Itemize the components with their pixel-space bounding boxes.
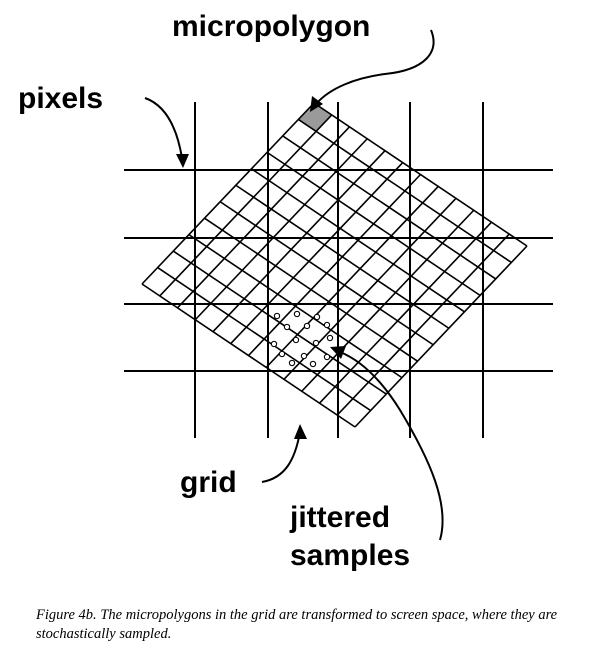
micro-grid-line-v [282,135,497,280]
jittered-label: jittered [289,501,390,534]
micro-grid-line-v [157,266,372,412]
sample-grid-line [269,306,297,336]
jittered-leader [339,351,444,541]
sample-point [293,310,301,318]
micro-grid-line-v [141,283,356,428]
micropolygon-label: micropolygon [172,10,370,43]
micro-grid-line-v [297,118,512,264]
micro-grid-line-u [159,114,333,297]
sample-point [312,339,320,347]
micro-grid-line-u [212,150,386,333]
micro-grid-line-u [194,138,368,321]
micro-grid-line-u [230,162,404,345]
grid-label: grid [180,466,237,499]
sample-grid-line [269,314,337,362]
diagram: micropolygon pixels grid jittered sample… [18,10,553,572]
sample-point [326,334,334,342]
sample-point [323,321,331,329]
caption-figure-number: Figure 4b. [36,607,97,623]
micro-grid-line-v [251,168,465,313]
micro-grid-line-u [176,126,351,309]
micro-grid-line-u [318,221,493,404]
jittered-samples [269,306,337,369]
micro-grid-line-v [204,217,418,362]
figure-caption: Figure 4b. The micropolygons in the grid… [36,606,581,644]
sample-grid-line [293,306,337,336]
jittered-arrowhead [330,346,346,359]
sample-point [273,312,281,320]
sample-point [313,313,321,321]
pixels-leader [144,97,183,159]
grid-arrowhead [294,424,307,439]
micro-grid-line-u [141,102,315,285]
sample-point [270,340,278,348]
micropolygon-leader [315,29,435,105]
sample-point [288,359,296,367]
sample-point [278,350,286,358]
sample-point [303,322,311,330]
micro-grid-line-u [336,233,510,416]
samples-label: samples [290,539,410,572]
pixels-arrowhead [176,154,189,168]
sample-point [309,360,317,368]
sample-grid-line [292,322,337,369]
arrowheads [176,96,346,439]
micro-grid-line-u [354,245,528,428]
micro-grid-line-v [235,184,450,329]
leader-arrows [144,29,444,541]
sample-grid-line [321,352,337,369]
micro-grid-line-v [219,201,434,346]
grid-leader [261,431,301,483]
micropolygon-grid [141,102,528,428]
pixel-grid [124,102,553,438]
sample-point [323,353,331,361]
micro-grid-line-v [313,102,528,247]
sample-point [300,352,308,360]
micropolygon-arrowhead [310,96,323,112]
sample-point [292,336,300,344]
sample-point [283,323,291,331]
pixels-label: pixels [18,82,103,115]
micro-grid-line-v [266,151,481,297]
caption-text: The micropolygons in the grid are transf… [36,607,558,642]
